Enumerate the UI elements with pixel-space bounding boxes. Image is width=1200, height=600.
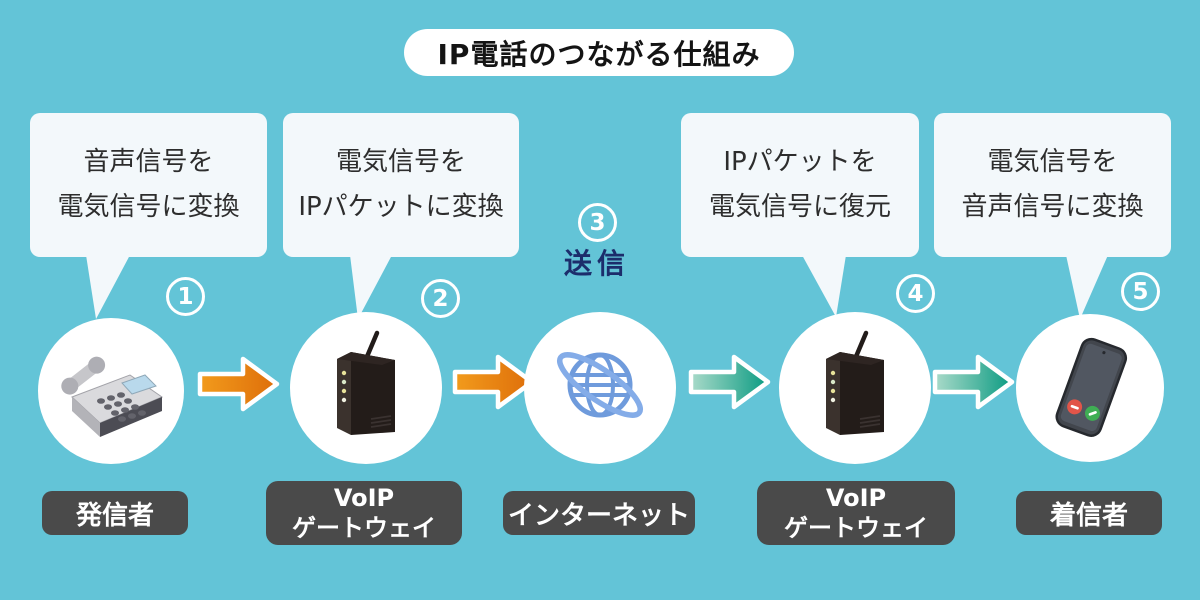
step-number-2: 2 xyxy=(421,279,460,318)
label-voip-gateway-1: VoIP ゲートウェイ xyxy=(266,481,462,545)
internet-globe-icon xyxy=(557,352,643,418)
speech-bubble-3: IPパケットを 電気信号に復元 xyxy=(681,113,919,257)
step-circle-receiver xyxy=(1016,314,1164,462)
arrow-right-icon-4 xyxy=(932,354,1015,410)
step-circle-caller xyxy=(38,318,184,464)
speech-bubble-2: 電気信号を IPパケットに変換 xyxy=(283,113,519,257)
label-internet-text: インターネット xyxy=(507,500,690,531)
voip-gateway-icon xyxy=(337,330,395,435)
label-receiver-text: 着信者 xyxy=(1049,500,1128,531)
arrow-right-icon-1 xyxy=(197,356,280,412)
speech-bubble-3-tail-icon xyxy=(802,255,846,317)
label-voip-gateway-2-line2: ゲートウェイ xyxy=(784,514,928,542)
speech-bubble-3-line1: IPパケットを xyxy=(723,147,877,177)
speech-bubble-1-tail-icon xyxy=(86,255,130,319)
desk-phone-icon xyxy=(61,356,164,437)
step-number-5: 5 xyxy=(1121,272,1160,311)
arrow-right-icon-2 xyxy=(452,354,535,410)
step-number-1: 1 xyxy=(166,277,205,316)
speech-bubble-2-line1: 電気信号を xyxy=(335,147,466,177)
step-circle-voip-gateway-2 xyxy=(779,312,931,464)
speech-bubble-3-line2: 電気信号に復元 xyxy=(708,192,891,222)
label-voip-gateway-1-line2: ゲートウェイ xyxy=(292,514,436,542)
label-voip-gateway-1-line1: VoIP xyxy=(333,484,395,512)
speech-bubble-2-tail-icon xyxy=(350,255,392,319)
voip-gateway-icon xyxy=(826,330,884,435)
label-voip-gateway-2-line1: VoIP xyxy=(825,484,887,512)
arrow-right-icon-3 xyxy=(688,354,771,410)
diagram-title: IP電話のつながる仕組み xyxy=(404,29,794,76)
label-receiver: 着信者 xyxy=(1016,491,1162,535)
step-circle-voip-gateway-1 xyxy=(290,312,442,464)
speech-bubble-1-line1: 音声信号を xyxy=(83,147,214,177)
speech-bubble-4-line2: 音声信号に変換 xyxy=(961,192,1144,222)
step-number-4: 4 xyxy=(896,274,935,313)
step-number-3: 3 xyxy=(578,203,617,242)
speech-bubble-1-line2: 電気信号に変換 xyxy=(57,192,240,222)
speech-bubble-4: 電気信号を 音声信号に変換 xyxy=(934,113,1171,257)
speech-bubble-1: 音声信号を 電気信号に変換 xyxy=(30,113,267,257)
speech-bubble-4-tail-icon xyxy=(1066,255,1108,319)
send-label: 送信 xyxy=(563,247,630,280)
speech-bubble-2-line2: IPパケットに変換 xyxy=(298,192,504,222)
smartphone-icon xyxy=(1055,337,1128,437)
label-caller-text: 発信者 xyxy=(75,500,154,531)
label-caller: 発信者 xyxy=(42,491,188,535)
step-circle-internet xyxy=(524,312,676,464)
speech-bubble-4-line1: 電気信号を xyxy=(987,147,1118,177)
label-internet: インターネット xyxy=(503,491,695,535)
label-voip-gateway-2: VoIP ゲートウェイ xyxy=(757,481,955,545)
